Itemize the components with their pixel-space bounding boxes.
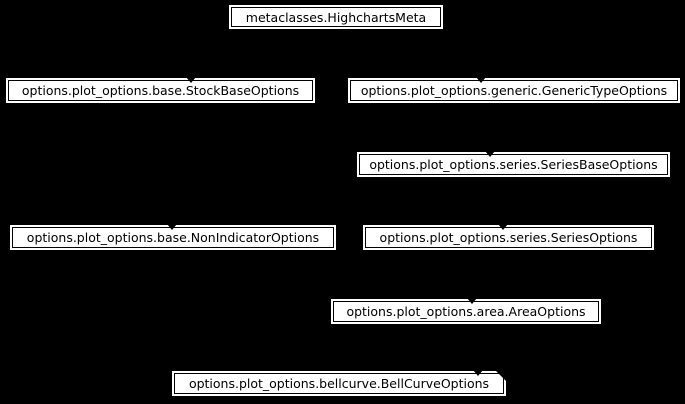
class-node-series-options[interactable]: options.plot_options.series.SeriesOption… xyxy=(363,225,654,250)
class-node-stock-base-options[interactable]: options.plot_options.base.StockBaseOptio… xyxy=(6,78,315,103)
arrowhead-down-icon xyxy=(485,151,495,157)
class-node-highcharts-meta[interactable]: metaclasses.HighchartsMeta xyxy=(229,5,443,29)
class-node-generic-type-options[interactable]: options.plot_options.generic.GenericType… xyxy=(348,78,680,103)
class-node-series-base-options[interactable]: options.plot_options.series.SeriesBaseOp… xyxy=(357,152,670,177)
arrowhead-down-icon xyxy=(498,224,508,230)
arrowhead-down-icon xyxy=(186,77,196,83)
class-node-bell-curve-options[interactable]: options.plot_options.bellcurve.BellCurve… xyxy=(172,371,506,396)
class-node-area-options[interactable]: options.plot_options.area.AreaOptions xyxy=(331,299,601,324)
arrowhead-down-icon xyxy=(476,77,486,83)
arrowhead-down-icon xyxy=(467,298,477,304)
edge-corner-clip-mark xyxy=(496,371,507,382)
arrowhead-down-icon xyxy=(167,224,177,230)
arrowhead-down-icon xyxy=(473,370,483,376)
